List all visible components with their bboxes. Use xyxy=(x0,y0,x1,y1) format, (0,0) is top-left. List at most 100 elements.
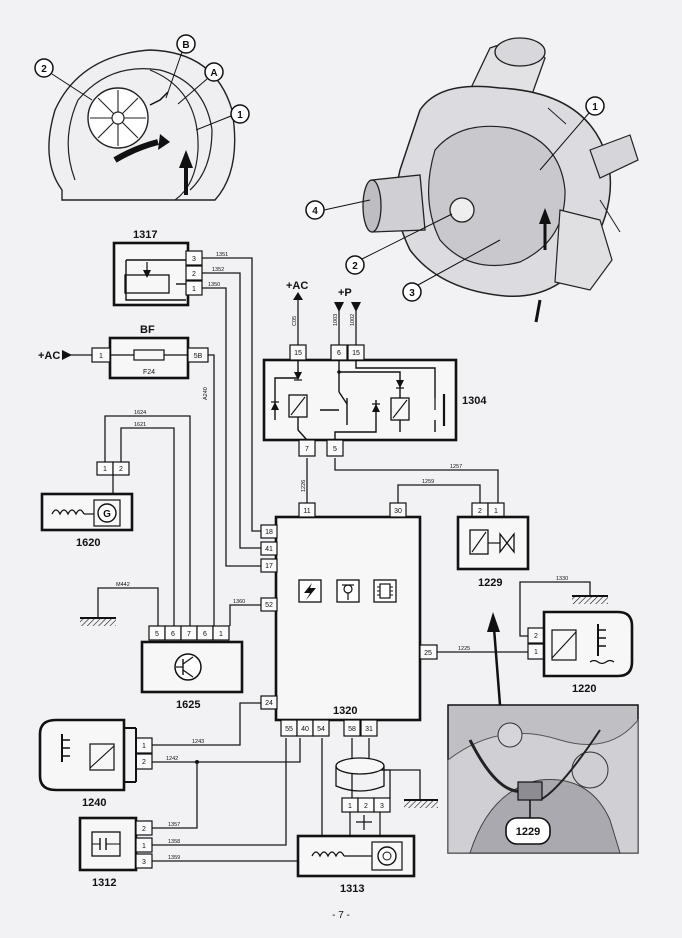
turbo-unit-drawing xyxy=(362,37,639,323)
label-1304: 1304 xyxy=(462,395,487,407)
pin-1320-left: 17 xyxy=(265,563,273,570)
pin-1240: 1 xyxy=(142,743,146,750)
component-1620: G xyxy=(40,461,134,532)
pin-1320-bottom: 55 xyxy=(285,726,293,733)
pin-1625: 5 xyxy=(155,631,159,638)
callout-left-b: B xyxy=(182,40,189,51)
wire-number: 1350 xyxy=(208,282,220,288)
sensor-1313 xyxy=(296,757,416,878)
inset-photo-1229 xyxy=(447,704,639,854)
wire-number: 1257 xyxy=(450,464,462,470)
pin-1229: 2 xyxy=(478,508,482,515)
label-1620: 1620 xyxy=(76,537,100,549)
wire-number: A240 xyxy=(203,387,209,400)
pin-1240: 2 xyxy=(142,759,146,766)
wire-number: 1225 xyxy=(458,646,470,652)
callout-right-3: 3 xyxy=(409,288,415,299)
supply-arrow-icon xyxy=(62,350,72,360)
supply-ac-left: +AC xyxy=(38,350,60,362)
wire-number: 1003 xyxy=(333,314,339,326)
wire-number: M442 xyxy=(116,582,130,588)
pin-1320-top: 11 xyxy=(303,508,310,515)
pin-1313: 3 xyxy=(380,803,384,810)
callouts-left xyxy=(34,34,250,131)
wire-number: 1330 xyxy=(556,576,568,582)
wire-number: C05 xyxy=(292,316,298,326)
supply-arrows-top xyxy=(293,292,361,330)
pin-1304-top: 15 xyxy=(352,350,360,357)
pin-1320-top: 30 xyxy=(394,508,402,515)
pin-1320-left: 41 xyxy=(265,546,273,553)
pin-1304-top: 6 xyxy=(337,350,341,357)
supply-ac-top: +AC xyxy=(286,280,308,292)
sensor-1220 xyxy=(527,610,634,678)
pin-1620: 2 xyxy=(119,466,123,473)
pin-1320-left: 18 xyxy=(265,529,273,536)
pin-1304-top: 15 xyxy=(294,350,302,357)
pin-1317-2: 2 xyxy=(192,271,196,278)
pin-1304-bottom: 7 xyxy=(305,446,309,453)
callout-right-4: 4 xyxy=(312,206,318,217)
pin-1320-left: 24 xyxy=(265,700,273,707)
pin-1313: 1 xyxy=(348,803,352,810)
pin-1320-left: 52 xyxy=(265,602,273,609)
pin-1229: 1 xyxy=(494,508,498,515)
ground-symbols xyxy=(80,595,608,808)
pin-1320-bottom: 54 xyxy=(317,726,325,733)
wire-number: 1259 xyxy=(422,479,434,485)
pin-1313: 2 xyxy=(364,803,368,810)
pin-1320-bottom: 40 xyxy=(301,726,309,733)
callout-right-1: 1 xyxy=(592,102,598,113)
pin-1625: 7 xyxy=(187,631,191,638)
pin-1625: 6 xyxy=(203,631,207,638)
label-inset-1229: 1229 xyxy=(516,826,540,838)
ecu-1320 xyxy=(260,502,438,737)
valve-1229 xyxy=(456,502,530,571)
pin-1220: 1 xyxy=(534,649,538,656)
page-number: - 7 - xyxy=(332,910,350,921)
wire-number: 1002 xyxy=(350,314,356,326)
pin-1320-right: 25 xyxy=(424,650,432,657)
pin-1625: 6 xyxy=(171,631,175,638)
pin-1312: 2 xyxy=(142,826,146,833)
wire-number: 1624 xyxy=(134,410,146,416)
label-1240: 1240 xyxy=(82,797,106,809)
label-1312: 1312 xyxy=(92,877,116,889)
pin-1304-bottom: 5 xyxy=(333,446,337,453)
wire-number: 1352 xyxy=(212,267,224,273)
pin-1320-bottom: 58 xyxy=(348,726,356,733)
supply-p-top: +P xyxy=(338,287,352,299)
label-fuse: F24 xyxy=(143,369,155,376)
label-1313: 1313 xyxy=(340,883,364,895)
callout-left-1: 1 xyxy=(237,110,243,121)
label-1317: 1317 xyxy=(133,229,157,241)
pin-1317-1: 1 xyxy=(192,286,196,293)
wire-number: 1621 xyxy=(134,422,146,428)
fuse-box-bf xyxy=(91,336,209,380)
svg-text:G: G xyxy=(103,509,111,520)
wire-number: 1359 xyxy=(168,855,180,861)
pin-1312: 3 xyxy=(142,859,146,866)
label-1220: 1220 xyxy=(572,683,596,695)
pin-bf-in: 1 xyxy=(99,353,103,360)
sensor-1312 xyxy=(78,816,153,872)
pin-1220: 2 xyxy=(534,633,538,640)
callouts-right xyxy=(305,96,605,302)
pin-1625: 1 xyxy=(219,631,223,638)
label-1625: 1625 xyxy=(176,699,200,711)
pin-1320-bottom: 31 xyxy=(365,726,373,733)
wire-number: 1242 xyxy=(166,756,178,762)
pin-1317-3: 3 xyxy=(192,256,196,263)
relay-box-1304 xyxy=(262,344,458,457)
callout-right-2: 2 xyxy=(352,261,358,272)
pin-bf-out: 5B xyxy=(194,353,203,360)
wire-number: 1360 xyxy=(233,599,245,605)
callout-left-a: A xyxy=(210,68,217,79)
pin-1312: 1 xyxy=(142,843,146,850)
label-1229: 1229 xyxy=(478,577,502,589)
label-bf: BF xyxy=(140,324,155,336)
wire-number: 1357 xyxy=(168,822,180,828)
pin-1620: 1 xyxy=(103,466,107,473)
label-1320: 1320 xyxy=(333,705,357,717)
